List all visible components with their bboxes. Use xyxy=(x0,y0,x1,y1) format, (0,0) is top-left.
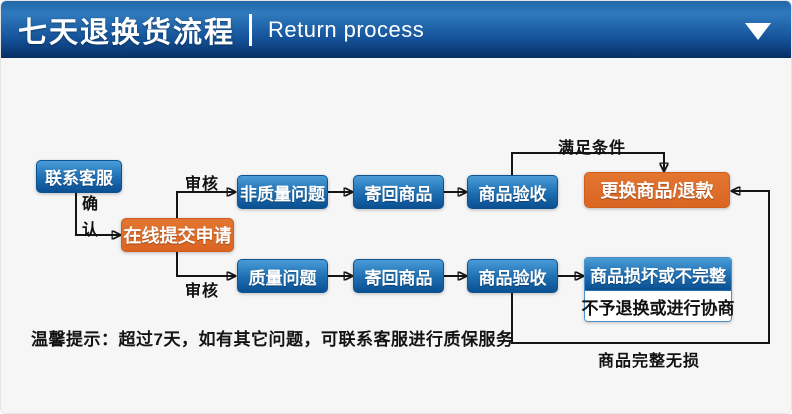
node-inspect-bottom: 商品验收 xyxy=(467,259,558,293)
node-damaged: 商品损坏或不完整 xyxy=(585,258,731,291)
page-title: 七天退换货流程 xyxy=(18,16,236,49)
node-negotiate: 不予退换或进行协商 xyxy=(582,291,735,321)
node-non-quality-issue: 非质量问题 xyxy=(237,175,328,209)
node-send-back-top: 寄回商品 xyxy=(353,175,444,209)
header-bar: 七天退换货流程 Return process xyxy=(1,1,791,58)
warranty-note: 温馨提示：超过7天，如有其它问题，可联系客服进行质保服务 xyxy=(31,330,514,349)
node-exchange-refund: 更换商品/退款 xyxy=(584,172,730,208)
edge-label-review-top: 审核 xyxy=(185,176,220,193)
page-subtitle: Return process xyxy=(268,16,425,42)
node-send-back-bottom: 寄回商品 xyxy=(353,259,444,293)
node-quality-issue: 质量问题 xyxy=(237,259,328,293)
node-contact-service: 联系客服 xyxy=(36,160,122,193)
node-inspect-top: 商品验收 xyxy=(467,175,558,209)
edge-label-confirm: 确认 xyxy=(81,196,98,239)
chevron-down-icon[interactable] xyxy=(745,23,771,40)
edge-label-meet-condition: 满足条件 xyxy=(558,140,627,157)
edge-label-review-bottom: 审核 xyxy=(185,283,220,300)
node-submit-online: 在线提交申请 xyxy=(121,218,234,252)
node-damaged-group: 商品损坏或不完整 不予退换或进行协商 xyxy=(582,257,735,322)
title-divider xyxy=(249,13,253,46)
edge-label-goods-intact: 商品完整无损 xyxy=(598,353,701,370)
